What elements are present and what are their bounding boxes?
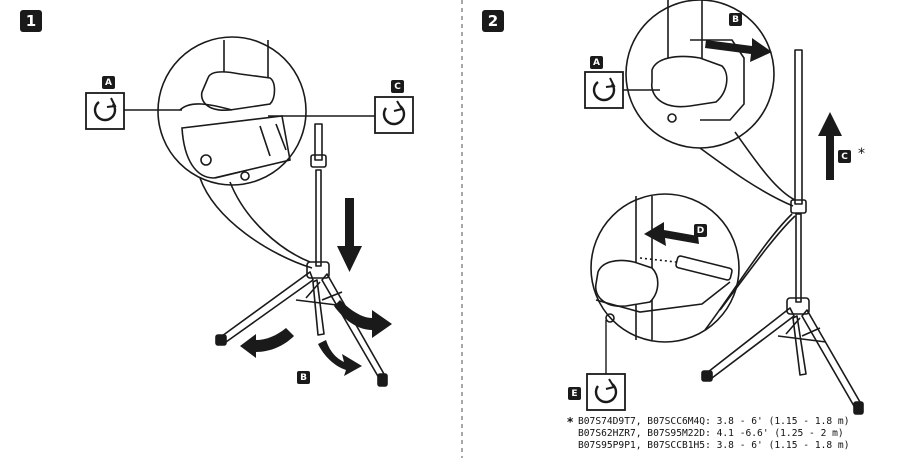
footnote-line: B07S74D9T7, B07SCC6M4Q: 3.8 - 6' (1.15 -…	[578, 416, 850, 427]
rotate-clockwise-icon	[382, 100, 406, 126]
footnote-line: B07S95P9P1, B07SCCB1H5: 3.8 - 6' (1.15 -…	[578, 440, 850, 451]
callout-tag-b: B	[729, 13, 742, 26]
footnote-line: B07S62HZR7, B07S95M22D: 4.1 -6.6' (1.25 …	[578, 428, 844, 439]
step-number-2: 2	[482, 10, 504, 32]
panel1-stand	[215, 123, 388, 387]
asterisk-marker: *	[858, 146, 865, 162]
rotate-counterclockwise-icon	[592, 77, 616, 102]
arrow-left-icon	[644, 222, 699, 246]
callout-tag-e: E	[568, 387, 581, 400]
arrow-down-icon	[337, 198, 362, 272]
panel2-callouts	[584, 71, 660, 411]
callout-tag-a: A	[102, 76, 115, 89]
arrow-up-icon	[818, 112, 842, 180]
arrow-curved-out-icon	[240, 300, 392, 376]
callout-tag-d: D	[694, 224, 707, 237]
rotate-counterclockwise-icon	[93, 97, 117, 122]
panel2-stand	[701, 49, 864, 415]
rotate-clockwise-icon	[594, 378, 618, 404]
step-number-1: 1	[20, 10, 42, 32]
panel1-callouts	[85, 92, 414, 134]
height-footnote: * B07S74D9T7, B07SCC6M4Q: 3.8 - 6' (1.15…	[567, 415, 850, 452]
footnote-marker: *	[567, 415, 574, 429]
callout-tag-c: C	[838, 150, 851, 163]
panel2-lower-zoom-circle	[590, 193, 796, 343]
callout-tag-b: B	[297, 371, 310, 384]
callout-tag-a: A	[590, 56, 603, 69]
callout-tag-c: C	[391, 80, 404, 93]
panel1-zoom-circle	[157, 36, 313, 269]
arrow-right-icon	[705, 38, 772, 62]
panel2-upper-zoom-circle	[625, 0, 796, 207]
